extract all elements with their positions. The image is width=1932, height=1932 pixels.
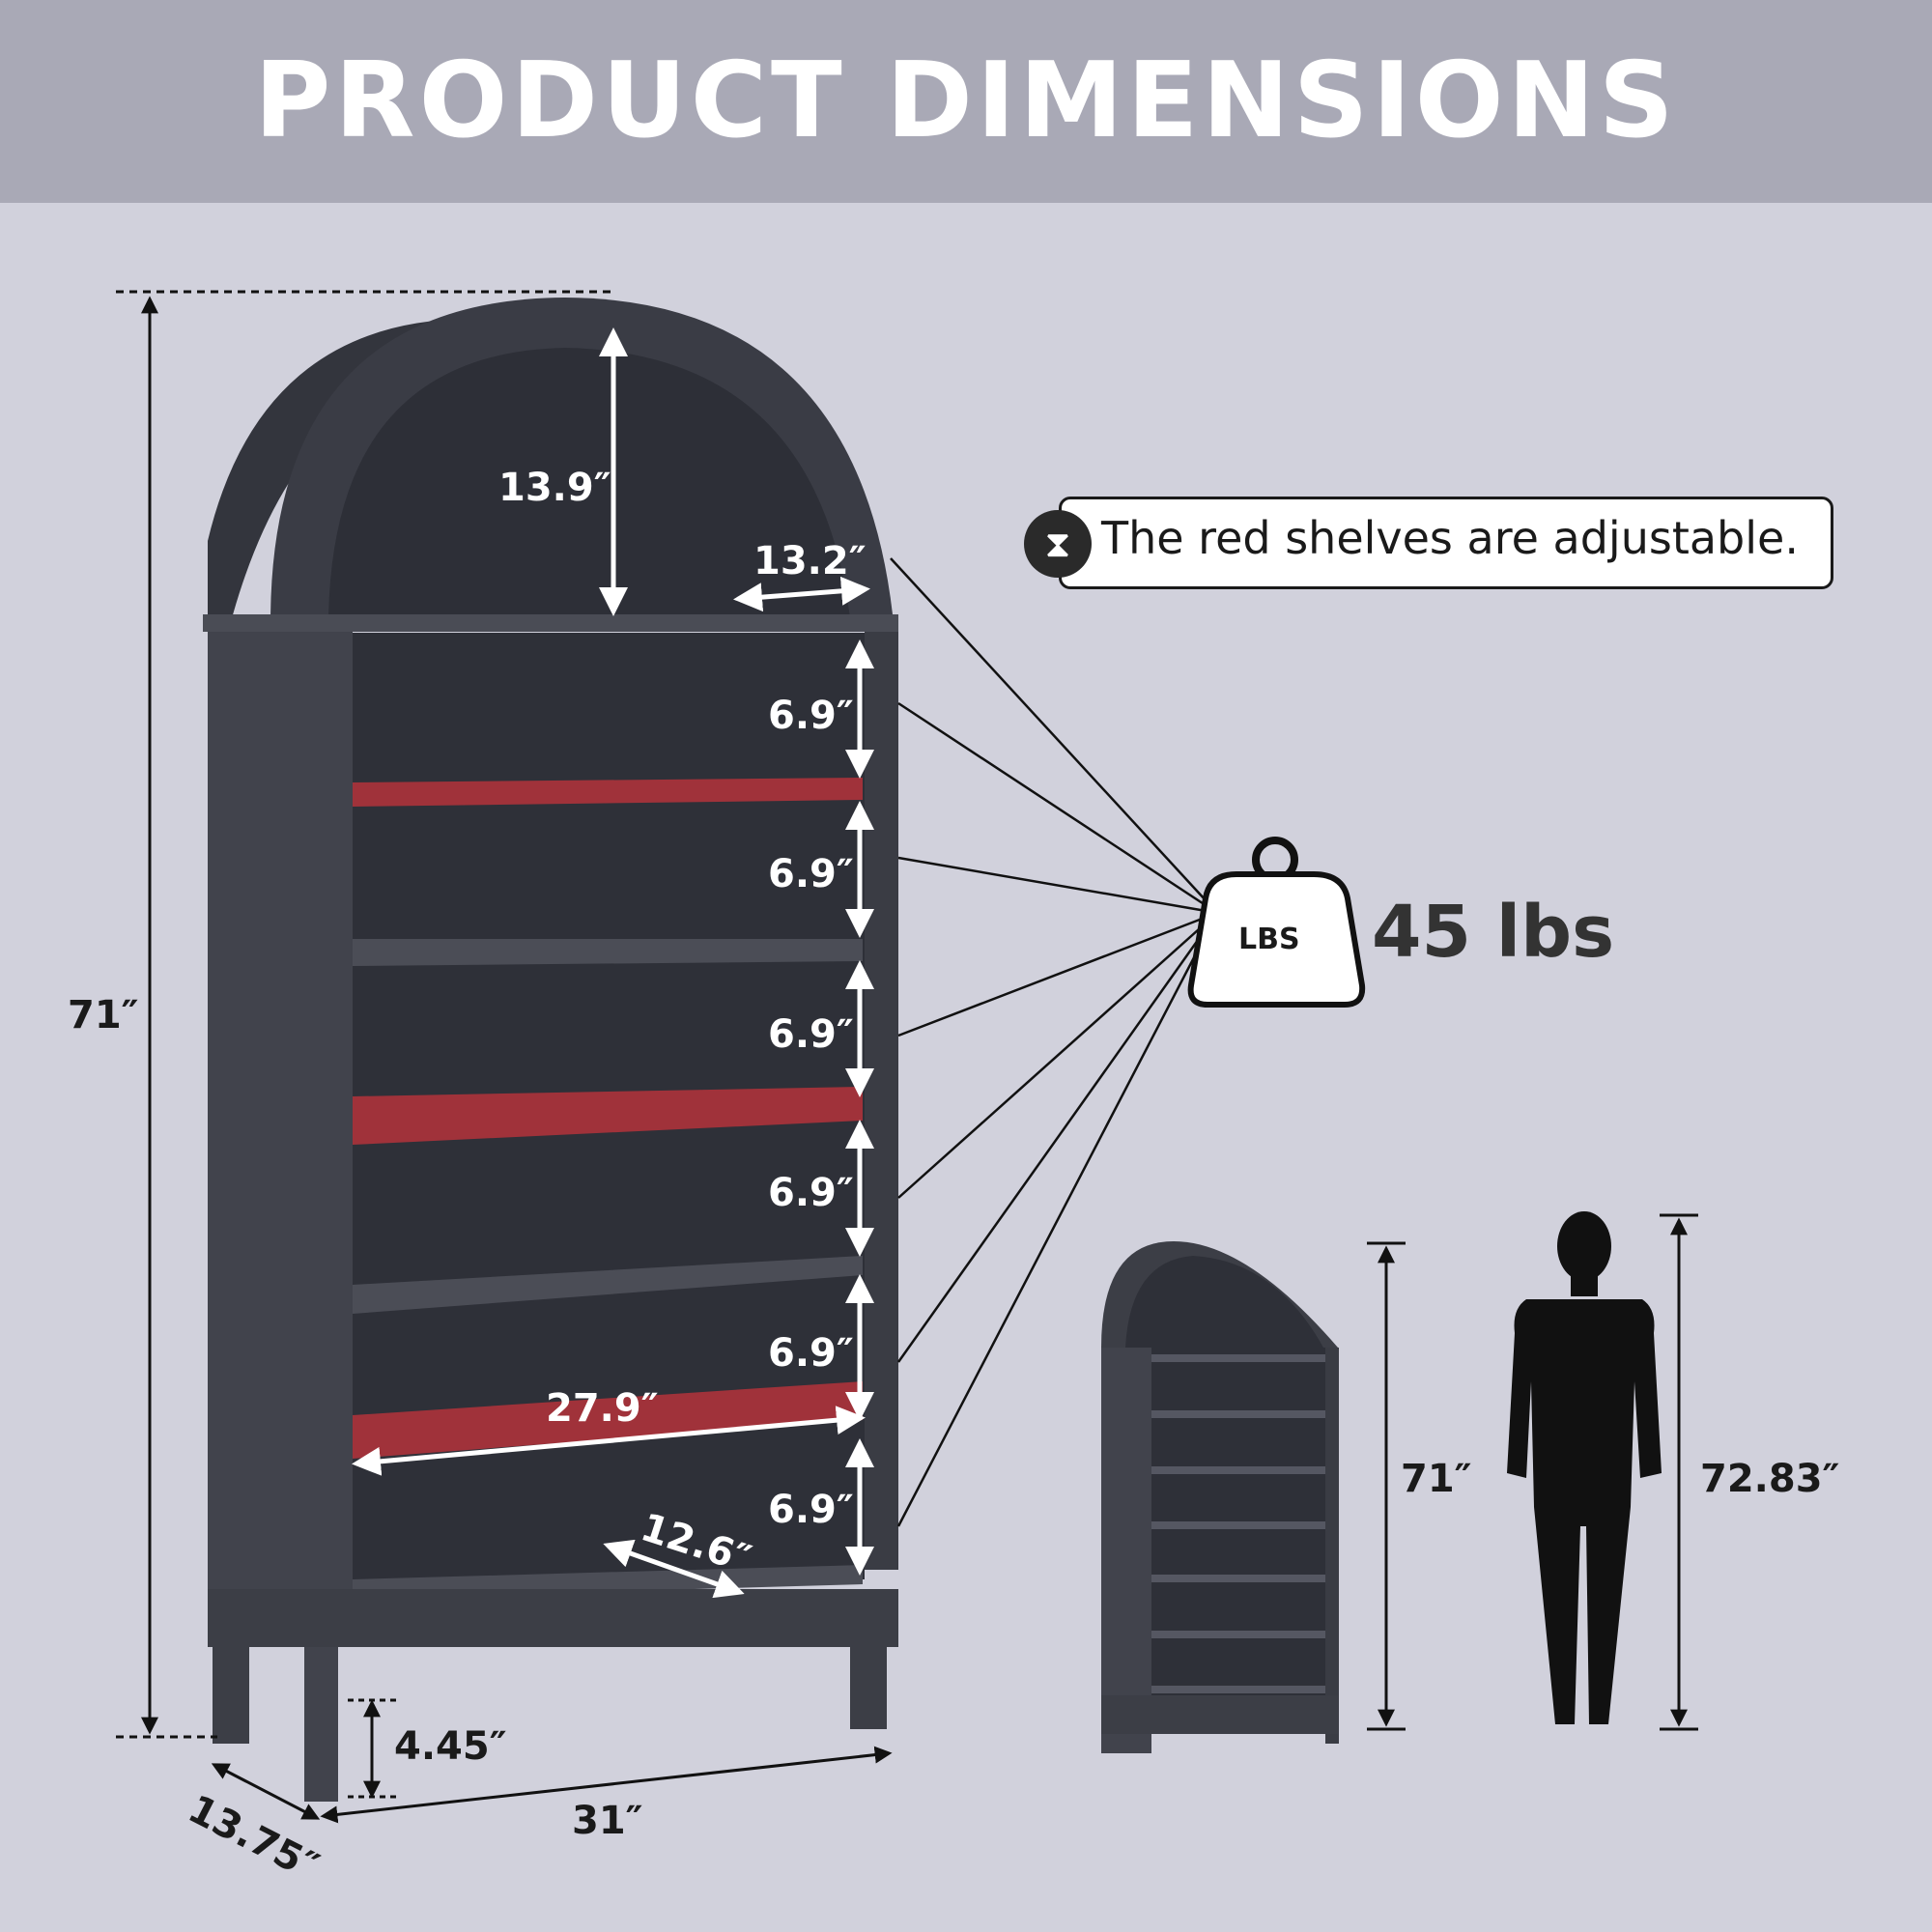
fan-lines (890, 557, 1219, 1527)
shelf-2 (353, 939, 863, 966)
weight-badge: LBS (1238, 923, 1300, 956)
page-title: PRODUCT DIMENSIONS (254, 41, 1678, 161)
total-height-label: 71″ (68, 993, 139, 1037)
bookshelf-small (1101, 1241, 1339, 1753)
red-shelf-3 (353, 1087, 863, 1145)
leg-front-right (850, 1642, 887, 1729)
shelf-width-label: 27.9″ (546, 1386, 659, 1431)
leg-front-left (213, 1642, 249, 1744)
arch-height-label: 13.9″ (498, 466, 611, 510)
weight-value: 45 lbs (1372, 891, 1615, 974)
shelf-gap-label-2: 6.9″ (768, 852, 854, 896)
arch-depth-label: 13.2″ (753, 539, 867, 583)
comparison-person-height-label: 72.83″ (1700, 1457, 1840, 1501)
leg-back (304, 1647, 338, 1802)
shelf-gap-label-4: 6.9″ (768, 1171, 854, 1215)
shelf-gap-label-3: 6.9″ (768, 1012, 854, 1057)
red-shelf-1 (353, 778, 863, 807)
person-silhouette (1507, 1211, 1662, 1724)
header-band (0, 0, 1932, 203)
leg-height-label: 4.45″ (394, 1724, 507, 1769)
comparison-shelf-height-label: 71″ (1401, 1457, 1472, 1501)
weight-icon (1187, 837, 1366, 1008)
shelf-gap-label-6: 6.9″ (768, 1488, 854, 1532)
adjustable-note-box (1059, 497, 1833, 589)
adjustable-note-text: The red shelves are adjustable. (1101, 512, 1799, 564)
shelf-4 (353, 1256, 863, 1314)
shelf-gap-label-5: 6.9″ (768, 1331, 854, 1376)
shelf-gap-label-1: 6.9″ (768, 694, 854, 738)
width-label: 31″ (572, 1799, 643, 1843)
adjust-icon: ⧗ (1024, 510, 1092, 578)
